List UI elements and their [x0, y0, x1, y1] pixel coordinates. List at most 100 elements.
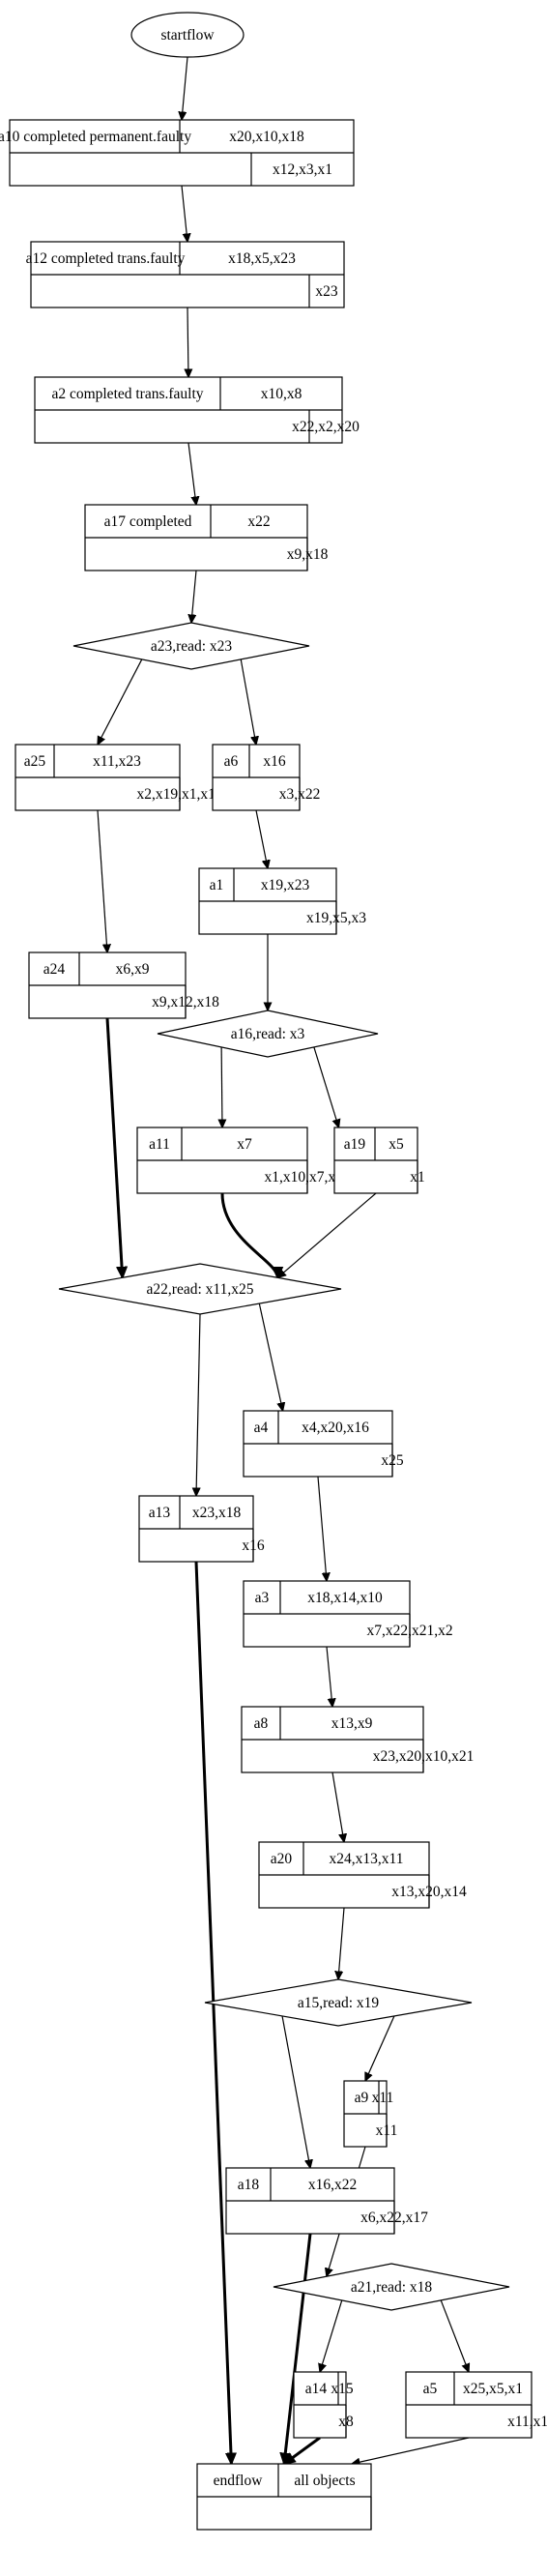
- node-title-a17: a17 completed: [104, 513, 192, 530]
- edge-a23-to-a6: [240, 659, 256, 745]
- node-title-a10: a10 completed permanent.faulty: [0, 129, 191, 145]
- node-write-a11: x1,x10,x7,x14: [264, 1169, 350, 1186]
- node-a2: a2 completed trans.faulty x10,x8 x22,x2,x2…: [34, 376, 360, 444]
- node-title-a3: a3: [255, 1590, 270, 1606]
- edge-a22-to-a4: [258, 1303, 282, 1411]
- edge-a15-to-a9: [365, 2015, 395, 2081]
- node-read-a5: x25,x5,x1: [463, 2381, 523, 2397]
- edge-a11-to-a22: [220, 1192, 277, 1277]
- edge-a12-to-a2: [187, 307, 188, 377]
- node-title-a6: a6: [224, 753, 239, 770]
- node-a5: a5 x25,x5,x1 x11,x15: [405, 2371, 547, 2439]
- node-title-a2: a2 completed trans.faulty: [51, 386, 203, 402]
- edge-a19-to-a22: [277, 1192, 377, 1277]
- decision-a15: a15,read: x19: [204, 1978, 473, 2027]
- node-read-a2: x10,x8: [261, 386, 302, 402]
- edge-a16-to-a11: [221, 1046, 222, 1127]
- node-read-a8: x13,x9: [331, 1715, 373, 1732]
- nodes-layer: startflow a10 completed permanent.faulty x…: [0, 12, 547, 2531]
- edge-a25-to-a24: [97, 809, 107, 952]
- decision-label-a15: a15,read: x19: [298, 1995, 380, 2011]
- decision-label-a23: a23,read: x23: [151, 638, 233, 655]
- node-a10: a10 completed permanent.faulty x20,x10,x1…: [0, 119, 355, 187]
- node-read-a19: x5: [389, 1136, 404, 1153]
- edge-a8-to-a20: [331, 1771, 344, 1842]
- node-write-a5: x11,x15: [507, 2414, 547, 2430]
- node-write-a17: x9,x18: [287, 546, 329, 563]
- node-read-a6: x16: [263, 753, 286, 770]
- node-read-a3: x18,x14,x10: [307, 1590, 383, 1606]
- node-title-a9: a9: [355, 2090, 369, 2106]
- node-read-a20: x24,x13,x11: [330, 1851, 404, 1867]
- node-title-a14: a14: [305, 2381, 328, 2397]
- node-write-a2: x22,x2,x20: [292, 419, 360, 435]
- node-write-a19: x1: [410, 1169, 425, 1186]
- node-title-a19: a19: [344, 1136, 366, 1153]
- edge-a24-to-a22: [105, 1017, 123, 1277]
- start-ellipse: [130, 12, 245, 58]
- node-write-a8: x23,x20,x10,x21: [373, 1748, 475, 1765]
- node-write-a13: x16: [242, 1537, 265, 1554]
- node-title-a18: a18: [238, 2177, 260, 2193]
- node-read-a10: x20,x10,x18: [229, 129, 304, 145]
- edge-a21-to-a5: [440, 2299, 469, 2372]
- node-write-a18: x6,x22,x17: [360, 2210, 428, 2226]
- node-title-a8: a8: [254, 1715, 269, 1732]
- node-title-a11: a11: [149, 1136, 170, 1153]
- node-write-a1: x19,x5,x3: [306, 910, 366, 926]
- edge-a20-to-a15: [338, 1907, 345, 1979]
- decision-diamond-a16: [157, 1010, 379, 1058]
- node-a18: a18 x16,x22 x6,x22,x17: [225, 2167, 428, 2235]
- edge-a5-to-end: [352, 2437, 470, 2464]
- edge-a14-to-end: [284, 2436, 321, 2464]
- node-read-a12: x18,x5,x23: [228, 250, 296, 267]
- node-read-a17: x22: [247, 513, 270, 530]
- edges-layer: [97, 56, 470, 2464]
- decision-diamond-a21: [273, 2263, 510, 2311]
- node-write-a25: x2,x19,x1,x18: [136, 786, 222, 803]
- decision-label-a16: a16,read: x3: [231, 1026, 305, 1042]
- node-write-a14: x8: [338, 2414, 354, 2430]
- node-read-a11: x7: [237, 1136, 252, 1153]
- node-title-a5: a5: [423, 2381, 438, 2397]
- node-read-a1: x19,x23: [261, 877, 310, 893]
- node-write-a24: x9,x12,x18: [152, 994, 219, 1010]
- edge-a6-to-a1: [255, 809, 268, 868]
- node-a1: a1 x19,x23 x19,x5,x3: [198, 867, 366, 935]
- node-read-a18: x16,x22: [308, 2177, 357, 2193]
- decision-label-a21: a21,read: x18: [351, 2279, 433, 2296]
- node-title-end: endflow: [214, 2473, 264, 2489]
- node-title-a25: a25: [24, 753, 46, 770]
- edge-a3-to-a8: [326, 1646, 332, 1707]
- node-a17: a17 completed x22 x9,x18: [84, 504, 329, 571]
- decision-label-a22: a22,read: x11,x25: [147, 1281, 254, 1298]
- decision-diamond-a15: [204, 1978, 473, 2027]
- edge-a21-to-a14: [320, 2299, 343, 2372]
- node-read-end: all objects: [294, 2473, 355, 2489]
- decision-diamond-a23: [72, 622, 310, 670]
- node-title-a13: a13: [149, 1505, 171, 1521]
- startflow-node: startflow: [130, 12, 245, 58]
- edge-a18-to-end: [284, 2233, 312, 2464]
- node-title-a1: a1: [210, 877, 224, 893]
- node-write-a4: x25: [381, 1452, 404, 1469]
- node-a19: a19 x5 x1: [333, 1127, 425, 1194]
- node-a11: a11 x7 x1,x10,x7,x14: [136, 1127, 351, 1194]
- edge-a15-to-a18: [281, 2015, 310, 2168]
- start-label: startflow: [160, 27, 215, 44]
- node-end: endflow all objects: [196, 2463, 372, 2531]
- node-read-a4: x4,x20,x16: [302, 1420, 369, 1436]
- edge-a23-to-a25: [98, 659, 143, 745]
- edge-a10-to-a12: [181, 185, 187, 242]
- decision-diamond-a22: [58, 1263, 342, 1315]
- node-title-a20: a20: [271, 1851, 293, 1867]
